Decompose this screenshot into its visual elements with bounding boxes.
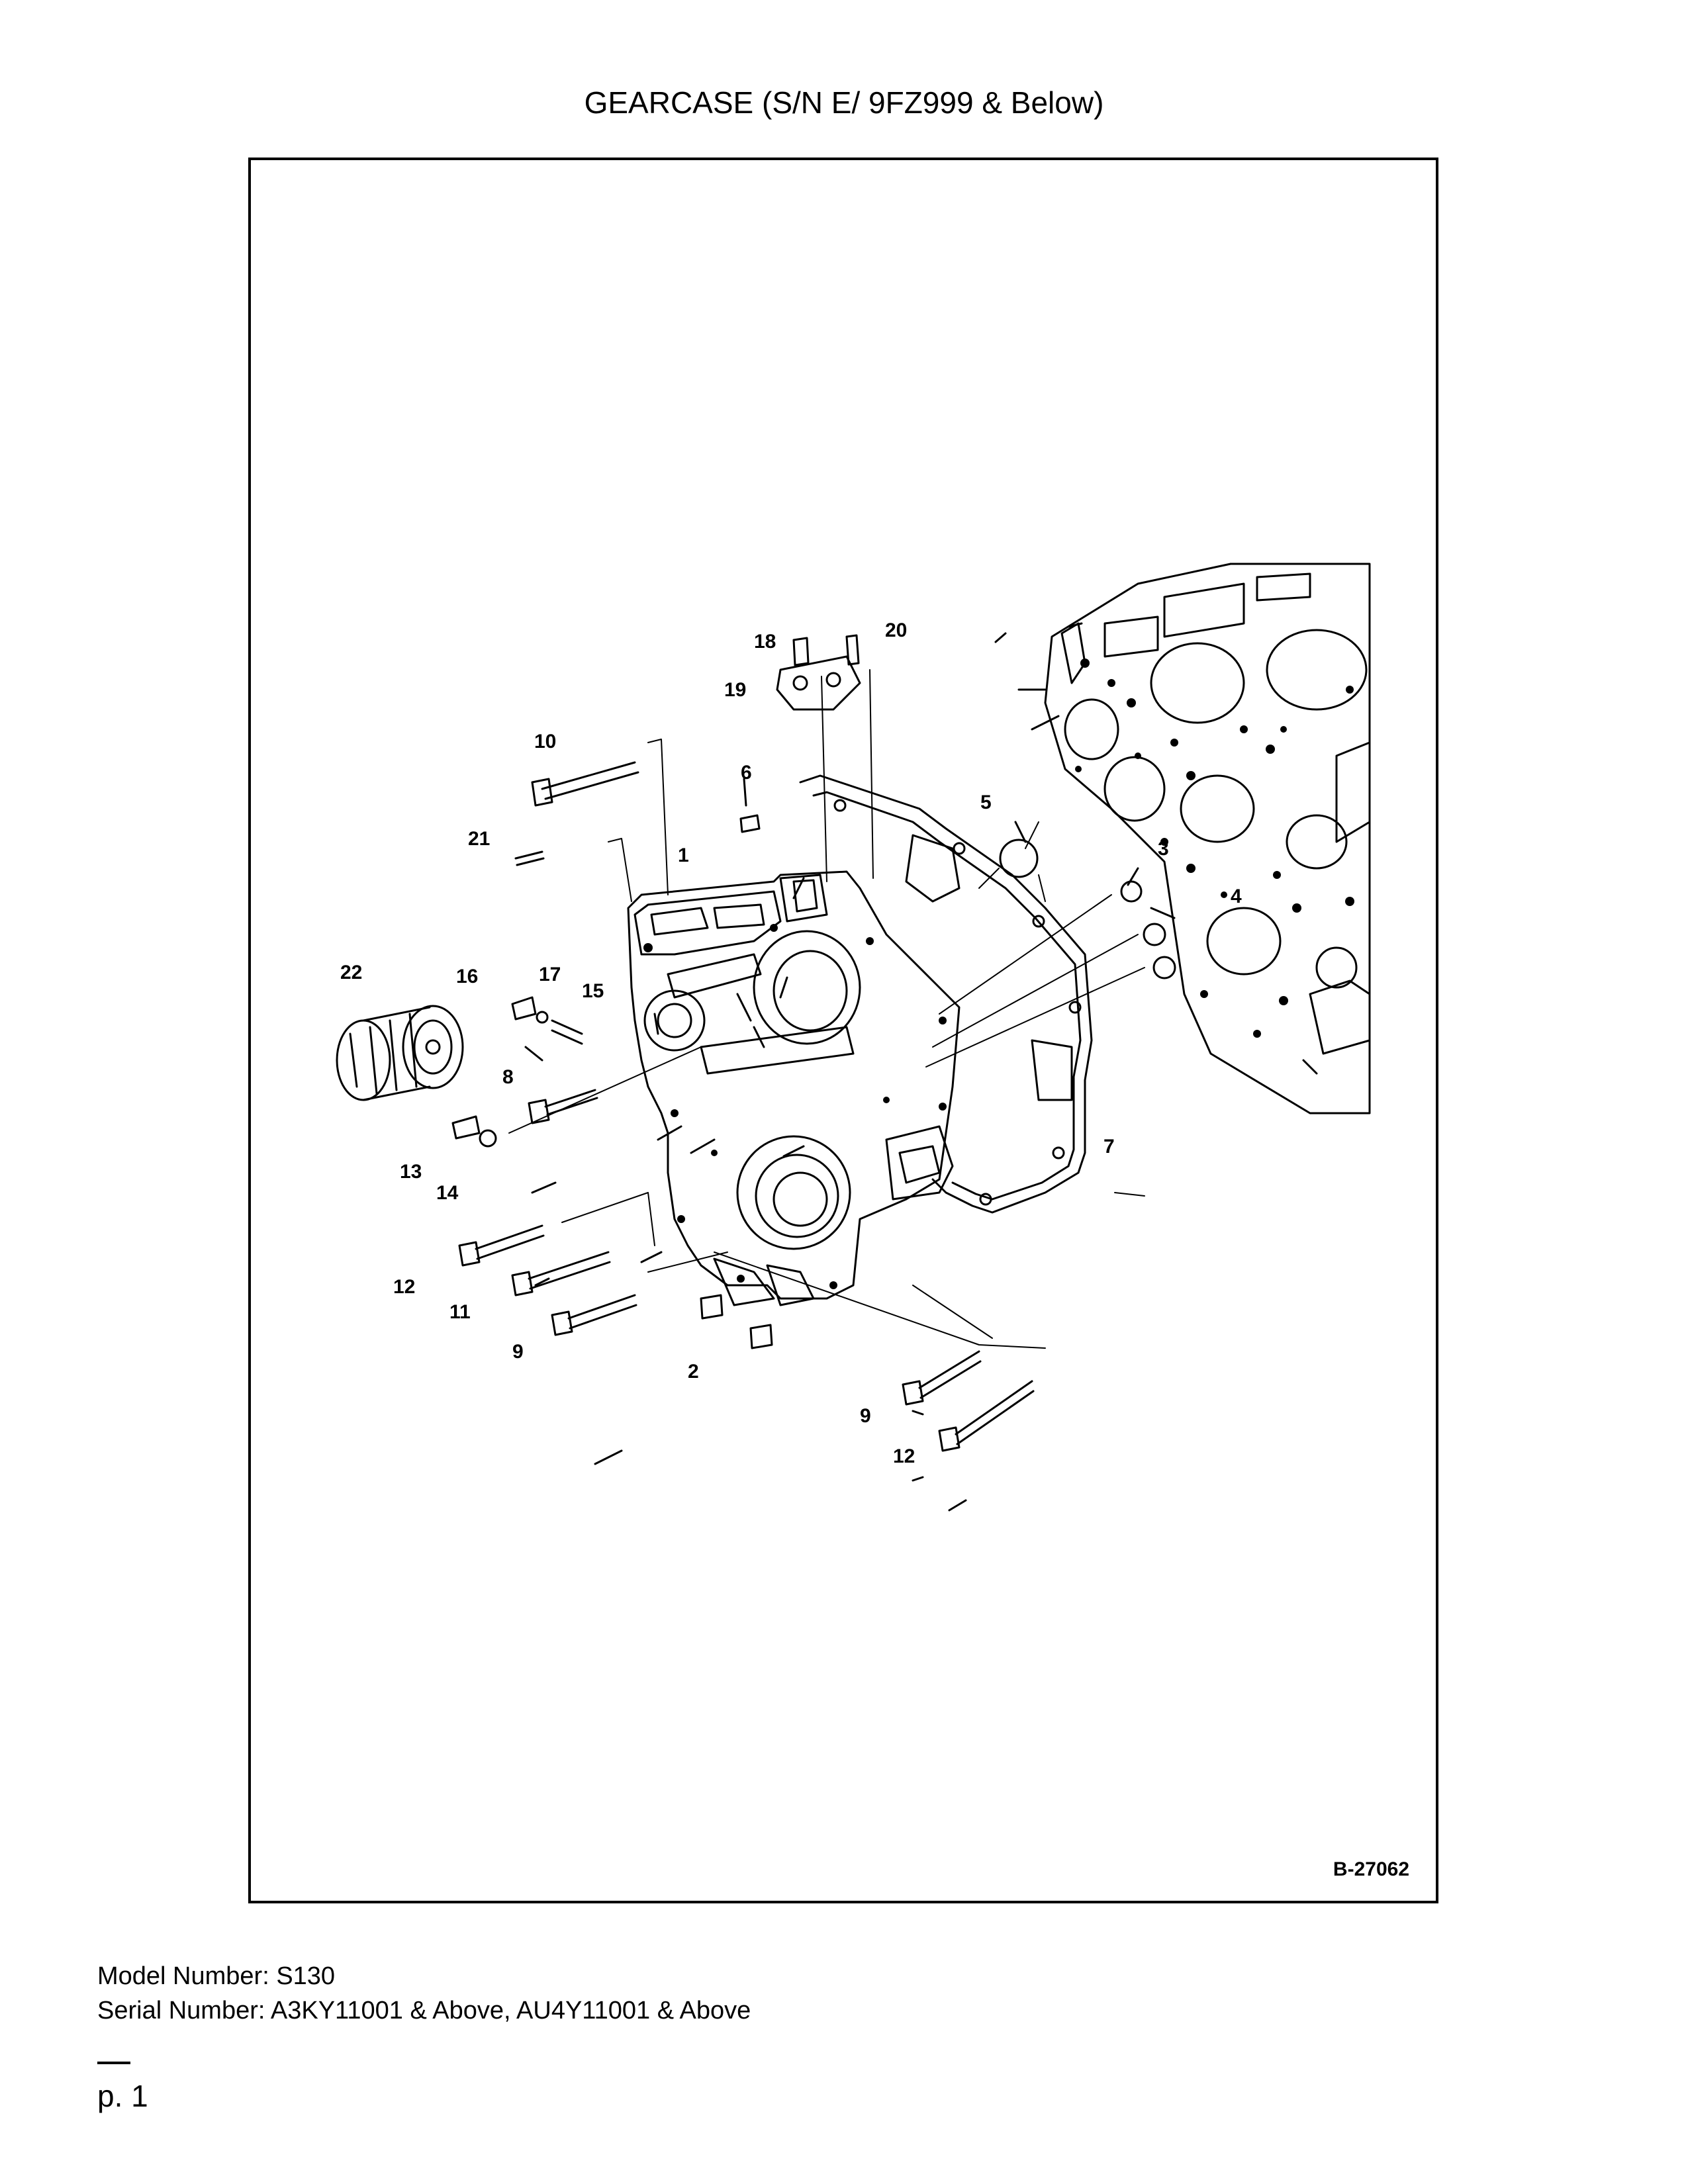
callout-18: 18 <box>754 631 776 653</box>
callout-15: 15 <box>582 980 604 1002</box>
callout-4: 4 <box>1231 886 1242 907</box>
callout-3: 3 <box>1158 838 1169 860</box>
callout-20: 20 <box>885 619 907 641</box>
callout-9-left: 9 <box>512 1341 524 1363</box>
callout-8: 8 <box>502 1066 514 1088</box>
model-info: Model Number: S130 Serial Number: A3KY11… <box>97 1959 751 2028</box>
callout-13: 13 <box>400 1161 422 1183</box>
page-title: GEARCASE (S/N E/ 9FZ999 & Below) <box>584 85 1104 120</box>
callout-19: 19 <box>724 679 746 701</box>
callout-6: 6 <box>741 762 752 784</box>
callout-12-left: 12 <box>393 1276 415 1298</box>
callout-17: 17 <box>539 964 561 985</box>
callout-11: 11 <box>449 1301 471 1323</box>
callout-7: 7 <box>1103 1136 1115 1158</box>
engine-block <box>1044 563 1371 1115</box>
callout-9-right: 9 <box>860 1405 871 1427</box>
page-rule <box>97 2062 130 2064</box>
callout-12-right: 12 <box>893 1445 915 1467</box>
diagram-frame: 1 2 3 4 5 6 7 8 9 9 10 11 12 12 13 14 15… <box>248 158 1438 1903</box>
page-number: p. 1 <box>97 2079 148 2113</box>
callout-1: 1 <box>678 844 689 866</box>
fasteners <box>451 634 1176 1452</box>
callout-16: 16 <box>456 966 478 987</box>
callout-5: 5 <box>980 792 992 813</box>
callout-22: 22 <box>340 962 362 983</box>
gasket <box>799 774 1093 1214</box>
oil-filter <box>336 1005 464 1101</box>
callout-14: 14 <box>436 1182 459 1204</box>
callout-2: 2 <box>688 1361 699 1383</box>
model-number: Model Number: S130 <box>97 1962 336 1990</box>
figure-id: B-27062 <box>1333 1858 1409 1880</box>
callout-ticks <box>524 622 1318 1512</box>
callout-21: 21 <box>468 828 490 850</box>
gearcase <box>627 870 961 1306</box>
exploded-parts-diagram: 1 2 3 4 5 6 7 8 9 9 10 11 12 12 13 14 15… <box>336 563 1371 1512</box>
callout-10: 10 <box>534 731 556 752</box>
leader-lines <box>508 669 1145 1349</box>
serial-number: Serial Number: A3KY11001 & Above, AU4Y11… <box>97 1997 751 2025</box>
